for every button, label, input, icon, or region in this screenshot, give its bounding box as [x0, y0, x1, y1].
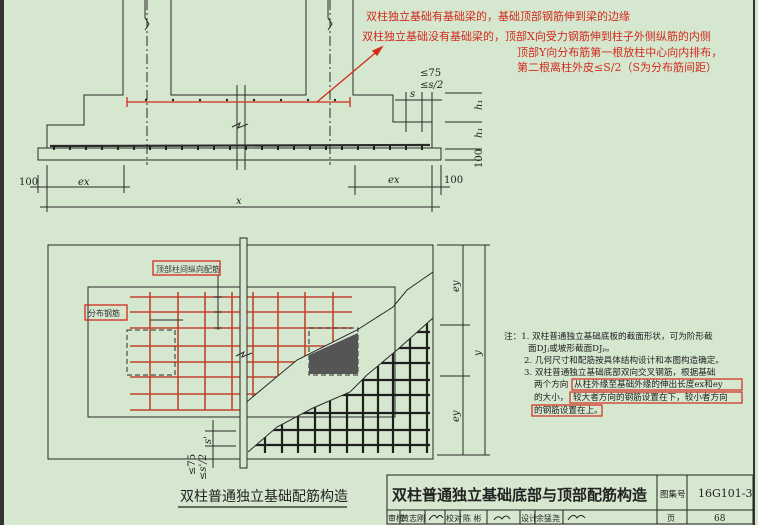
label-box-distribution: [84, 304, 128, 321]
note-highlight-1: [571, 378, 743, 391]
rebar-dot: [306, 98, 310, 102]
design-label: 设计: [521, 513, 537, 523]
dim-right-100: 100: [444, 175, 463, 186]
between-columns-outline: [170, 0, 307, 96]
annotation-line-2: 双柱独立基础没有基础梁的，顶部X向受力钢筋伸到柱子外侧纵筋的内侧: [362, 29, 711, 43]
note-line-4: 3. 双柱普通独立基础底部双向交叉钢筋，根据基础: [524, 366, 715, 378]
designer-name: 余猛尧: [536, 513, 560, 523]
left-edge: [0, 0, 4, 525]
dim-h1-upper: h₁: [474, 100, 485, 110]
checker-signature: [493, 515, 511, 521]
dim-les2: ≤s/2: [420, 80, 443, 91]
dim-ey-bottom: ey: [451, 410, 462, 422]
dim-ex-right: ex: [388, 175, 400, 186]
column-section-fill: [309, 333, 358, 374]
right-step-outline: [352, 0, 433, 148]
dim-h1-lower: h₁: [474, 128, 485, 138]
bottom-rebar-dots: [53, 146, 423, 150]
page-label: 页: [667, 514, 675, 523]
rebar-dot: [144, 98, 148, 102]
dim-y: y: [473, 350, 484, 357]
note-line-2: 面DJⱼ或坡形截面DJₚ。: [528, 342, 615, 354]
dim-x: x: [236, 196, 242, 207]
title-block: [386, 474, 754, 525]
dim-ex-left: ex: [78, 177, 90, 188]
label-distribution-rebar: 分布钢筋: [88, 308, 120, 318]
dim-s: s: [410, 89, 415, 100]
rebar-dot: [225, 98, 229, 102]
dim-le75: ≤75: [420, 68, 441, 79]
review-label: 审核: [388, 513, 404, 523]
top-rebar: [126, 45, 384, 107]
dim-plan-le75: ≤75: [187, 454, 198, 475]
label-box-top-longitudinal: [152, 260, 221, 276]
note-line-5a: 两个方向: [534, 378, 568, 390]
note-line-7: 的钢筋设置在上。: [534, 404, 603, 416]
label-top-longitudinal-rebar: 顶部柱间纵向配筋: [156, 264, 220, 274]
rebar-dot: [333, 98, 337, 102]
section-view: [30, 0, 482, 212]
note-line-3: 2. 几何尺寸和配筋按具体结构设计和本图构造确定。: [524, 354, 724, 366]
designer-signature: [567, 514, 586, 521]
rebar-dot: [252, 98, 256, 102]
atlas-no: 16G101-3: [698, 487, 753, 500]
dim-s-prime: s': [203, 436, 214, 444]
drawing-title: 双柱普通独立基础底部与顶部配筋构造: [392, 486, 647, 504]
note-line-1: 注：1. 双柱普通独立基础底板的截面形状，可为阶形截: [504, 330, 713, 342]
top-rebar-dots: [144, 98, 337, 102]
annotation-line-3: 顶部Y向分布筋第一根放柱中心向内排布，: [517, 45, 722, 59]
atlas-no-label: 图集号: [660, 489, 686, 500]
note-highlight-3: [531, 404, 603, 417]
plan-caption: 双柱普通独立基础配筋构造: [180, 488, 348, 505]
rebar-dot: [198, 98, 202, 102]
checker-name: 陈 彬: [463, 513, 482, 523]
dim-plan-les2: ≤s'/2: [198, 454, 209, 480]
rebar-dot: [171, 98, 175, 102]
plan-break-symbol: [235, 350, 253, 358]
page-no: 68: [714, 514, 726, 524]
reviewer-signature: [428, 514, 444, 521]
left-column-dashed: [126, 329, 176, 376]
bottom-rebar: [49, 143, 431, 148]
reviewer-name: 黄志刚: [401, 513, 425, 523]
notes: 注：1. 双柱普通独立基础底板的截面形状，可为阶形截 面DJⱼ或坡形截面DJₚ。…: [504, 330, 743, 417]
note-highlight-2: [569, 391, 743, 404]
check-label: 校对: [446, 513, 462, 523]
dim-left-100: 100: [19, 177, 38, 188]
leader-arrow: [316, 48, 381, 103]
rebar-dot: [279, 98, 283, 102]
annotation-line-4: 第二根离柱外皮≤S/2（S为分布筋间距）: [517, 60, 717, 74]
dim-ey-top: ey: [451, 280, 462, 292]
note-line-6b: 较大者方向的钢筋设置在下，较小者方向: [573, 391, 728, 403]
break-symbol: [231, 121, 249, 129]
note-line-6a: 的大小，: [534, 391, 568, 403]
dim-bedding-100: 100: [474, 149, 485, 168]
annotation-line-1: 双柱独立基础有基础梁的，基础顶部钢筋伸到梁的边缘: [366, 9, 630, 23]
note-line-5b: 从柱外缘至基础外缘的伸出长度ex和ey: [574, 378, 723, 390]
cut-line-lower: [247, 317, 434, 453]
left-step-outline: [46, 0, 124, 148]
bedding-layer: [37, 147, 442, 161]
cut-line-upper: [242, 271, 434, 406]
